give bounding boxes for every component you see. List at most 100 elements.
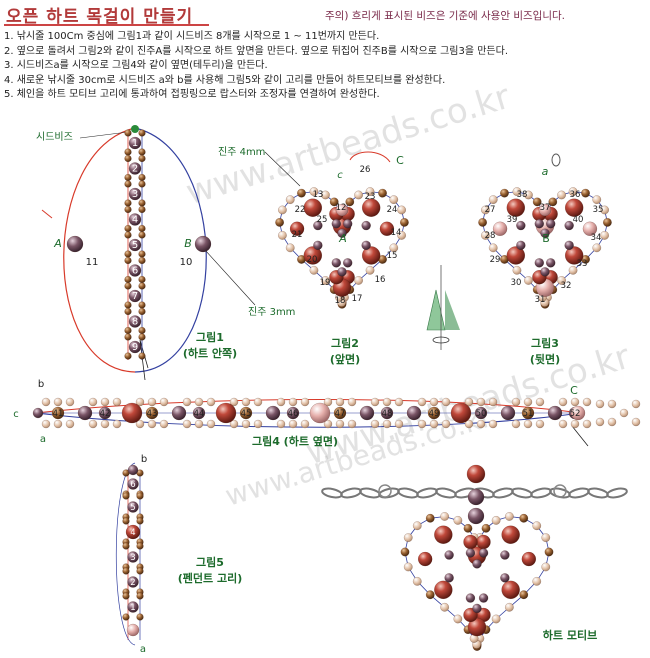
seed-bead [417,397,427,407]
pearl-bead [521,551,537,567]
thread-blue [134,127,207,373]
seed-bead [472,603,482,614]
fig2-pearl-label: 진주 4mm [218,147,266,158]
chain-link [397,487,419,499]
seed-bead [285,195,295,205]
seed-bead-marker [131,125,139,133]
fig1-seed-label: 시드비즈 [36,132,73,143]
seed-bead [53,397,63,407]
point-label: A [53,237,62,250]
rotate-icon [432,336,450,344]
seed-bead [138,173,146,182]
seed-bead [53,419,63,429]
seed-bead [347,419,357,429]
seed-bead [138,275,146,284]
seed-bead [557,276,567,285]
seed-bead [136,517,144,525]
seed-bead [320,276,330,285]
seed-bead [440,512,450,521]
step-4: 4. 새로운 낚시줄 30cm로 시드비즈 a와 b를 사용해 그림5와 같이 … [4,74,446,86]
seed-bead [335,397,345,407]
seed-bead [138,199,146,207]
seed-bead [541,562,551,572]
pearl-bead [501,525,520,544]
pearl-bead [466,464,486,484]
seed-bead [440,602,450,612]
pearl-bead [582,221,598,237]
bead-number: 45 [241,409,252,419]
seed-bead [333,406,347,420]
seed-bead [491,614,501,624]
point-label: B [184,237,192,250]
fig1-caption-sub: (하트 안쪽) [182,347,238,360]
seed-bead [558,419,568,429]
seed-bead [276,397,286,407]
thread-red [349,151,391,163]
seed-bead [124,256,132,265]
bead-number: 17 [352,294,363,304]
seed-bead [532,576,542,586]
seed-bead [500,573,510,583]
seed-bead [488,195,498,205]
bead-number: 15 [387,251,398,261]
chain-link [416,487,438,499]
seed-bead [441,397,451,407]
seed-bead [570,397,580,407]
seed-bead [122,542,130,550]
pearl-bead [506,198,526,217]
seed-bead [138,154,146,163]
point-label: a [140,644,146,655]
chain-link [511,487,533,499]
seed-bead [77,405,93,421]
seed-bead [136,542,144,550]
seed-bead [359,405,375,421]
bead-number: 51 [523,409,534,419]
seed-bead [478,593,489,603]
seed-bead [453,515,463,525]
seed-bead [558,397,568,407]
seed-bead [323,419,333,429]
pearl-bead [379,221,395,237]
chain-link [492,487,514,499]
seed-bead [427,406,441,420]
seed-bead [429,419,439,429]
fig2-caption-sub: (앞면) [329,353,361,366]
seed-bead [534,218,545,229]
seed-bead [122,492,130,500]
seed-bead [127,478,139,490]
jump-ring [378,484,392,498]
pearl-bead [564,198,584,217]
seed-bead [100,397,110,407]
seed-bead [122,592,130,600]
seed-bead [300,397,310,407]
seed-bead [124,307,132,316]
seed-bead [532,197,542,207]
bead-number: 9 [132,342,138,353]
seed-bead [481,523,491,533]
seed-bead [474,406,488,420]
seed-bead [329,197,339,207]
seed-bead [491,515,501,525]
seed-bead [463,523,473,533]
fig3-caption: 그림3 (뒷면) [515,336,575,368]
bead-number: 14 [391,228,402,238]
seed-bead [128,264,142,277]
bead-number: 7 [132,291,138,302]
seed-bead [124,333,132,341]
bead-number: 2 [130,578,135,588]
seed-bead [545,258,556,268]
seed-bead [464,419,474,429]
chain-link [321,487,343,499]
seed-bead [127,551,139,563]
pearl-bead [570,405,586,421]
seed-bead [127,501,139,513]
title-underline [4,24,209,26]
bead-number: 24 [387,205,398,215]
seed-bead [568,187,578,197]
pearl-bead [126,623,140,637]
seed-bead [98,406,112,420]
bead-number: 23 [365,192,376,202]
seed-bead [557,190,567,200]
seed-bead [412,521,422,531]
seed-bead [488,243,498,253]
